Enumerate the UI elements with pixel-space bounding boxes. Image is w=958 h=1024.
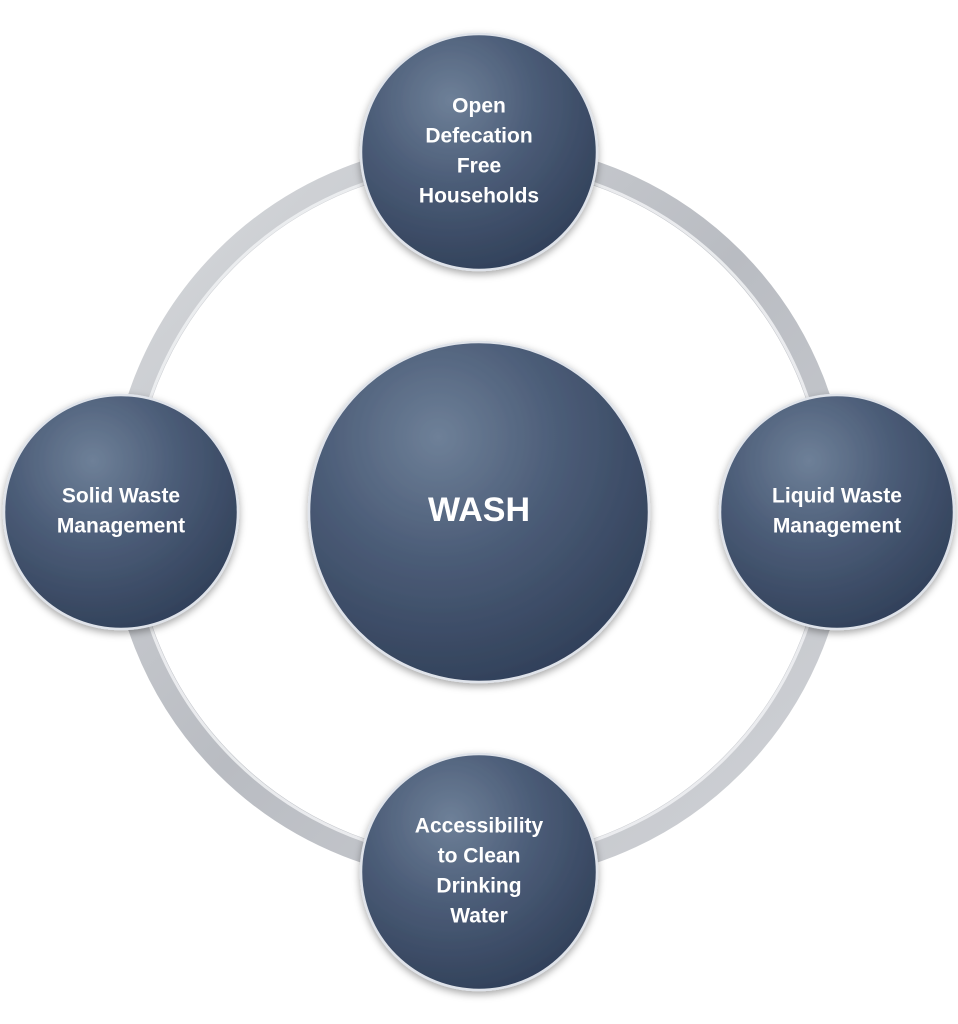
node-open-defecation-free-households: Open Defecation Free Households <box>359 32 599 272</box>
node-bottom-line-1: Accessibility <box>415 815 544 838</box>
center-node-wash: WASH <box>307 340 651 684</box>
node-right-line-1: Liquid Waste <box>772 485 902 508</box>
center-node-label: WASH <box>428 491 530 529</box>
node-liquid-waste-management: Liquid Waste Management <box>718 393 956 631</box>
node-bottom-line-4: Water <box>450 905 508 928</box>
node-top-line-2: Defecation <box>425 125 532 148</box>
node-top-line-3: Free <box>457 155 501 178</box>
node-accessibility-to-clean-drinking-water: Accessibility to Clean Drinking Water <box>359 752 599 992</box>
node-top-line-1: Open <box>452 95 506 118</box>
node-top-line-4: Households <box>419 185 539 208</box>
node-right-line-2: Management <box>773 515 901 538</box>
node-solid-waste-management: Solid Waste Management <box>2 393 240 631</box>
node-bottom-line-2: to Clean <box>438 845 521 868</box>
node-bottom-line-3: Drinking <box>436 875 521 898</box>
node-left-line-2: Management <box>57 515 185 538</box>
node-left-line-1: Solid Waste <box>62 485 180 508</box>
